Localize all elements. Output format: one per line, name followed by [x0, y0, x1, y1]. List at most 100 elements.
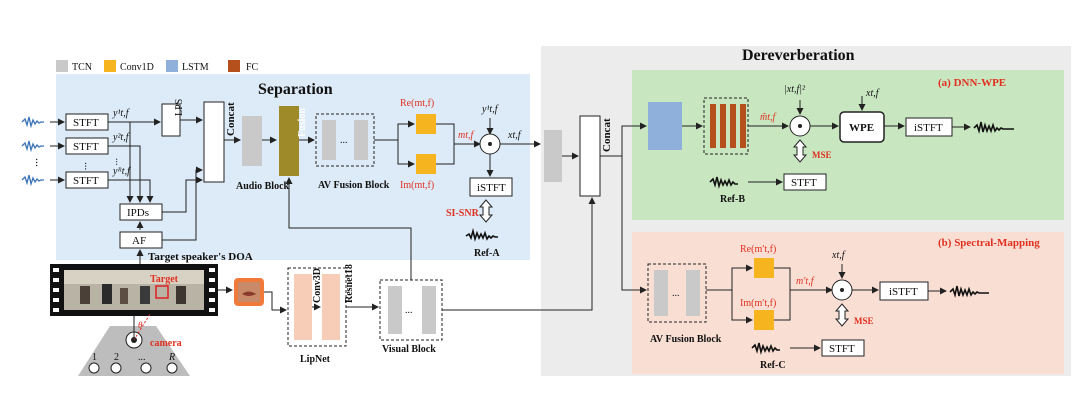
dnn-wpe-title: (a) DNN-WPE [938, 77, 1006, 89]
y2-label: y²t,f [112, 132, 130, 143]
stft-box-ref-b [783, 173, 827, 191]
spectral-tcn-1 [654, 270, 668, 316]
re-m-label: Re(mt,f) [400, 98, 434, 109]
conv1d-re-prime [754, 258, 774, 278]
stft-label-2: STFT [73, 141, 99, 153]
legend-label-lstm: LSTM [182, 62, 209, 73]
mic-3 [140, 362, 152, 374]
legend-swatch-fc [228, 60, 240, 72]
stft-box-ref-c [821, 339, 865, 357]
mic-1 [88, 362, 100, 374]
conv3d-layer [294, 274, 312, 340]
visual-tcn-1 [388, 286, 402, 334]
istft-box-spectral [879, 281, 929, 301]
istft-box-separation [469, 177, 513, 197]
target-label: Target [150, 274, 179, 285]
legend-swatch-tcn [56, 60, 68, 72]
ref-c-waveform [751, 342, 780, 355]
mse-arrow-spectral [834, 303, 850, 327]
av-fusion-tcn-2 [354, 120, 368, 160]
conv3d-label: Conv3D [312, 268, 323, 303]
wpe-output-waveform [973, 121, 1014, 134]
visual-tcn-2 [422, 286, 436, 334]
stft-label-r: STFT [73, 175, 99, 187]
concat-box-dereverb [579, 115, 601, 197]
si-snr-label: SI-SNR [446, 208, 480, 219]
stft-ellipsis: ... [82, 162, 94, 171]
av-fusion-block-dereverb [647, 263, 707, 323]
istft-label-separation: iSTFT [477, 182, 506, 194]
audio-block-label: Audio Block [236, 181, 290, 192]
legend-swatch-conv1d [104, 60, 116, 72]
fusion-block [279, 106, 299, 176]
stft-boxes: STFT STFT STFT [65, 113, 109, 189]
stft-label-ref-b: STFT [791, 177, 817, 189]
af-label: AF [132, 235, 146, 247]
separation-connectors [108, 116, 315, 241]
stft-label-ref-c: STFT [829, 343, 855, 355]
wpe-label: WPE [849, 122, 874, 134]
conv1d-re [416, 114, 436, 134]
legend: TCN Conv1D LSTM FC [56, 60, 259, 73]
spectral-output-waveform [949, 285, 989, 298]
waveform-r [21, 174, 44, 187]
wpe-x-label: xt,f [865, 88, 880, 99]
istft-label-wpe: iSTFT [914, 122, 943, 134]
concat-box-separation [203, 101, 225, 183]
video-filmstrip: Target [50, 264, 218, 316]
lipnet-label: LipNet [300, 354, 331, 365]
input-waveforms [21, 116, 44, 187]
m-label: mt,f [458, 130, 475, 141]
dereverb-tcn [544, 130, 562, 182]
legend-label-fc: FC [246, 62, 259, 73]
ref-c-label: Ref-C [760, 360, 786, 371]
waveform-ellipsis: ... [33, 158, 47, 167]
conv1d-im [416, 154, 436, 174]
resnet18-layer [322, 274, 340, 340]
m-hat-label: m̃t,f [760, 112, 777, 123]
mic-label-r: R [168, 352, 175, 363]
doa-label: Target speaker's DOA [148, 251, 253, 263]
wpe-box [839, 111, 885, 143]
audio-block-label-line: Audio Block [236, 181, 290, 192]
si-snr-arrow [478, 199, 494, 223]
spectral-x-label: xt,f [831, 250, 846, 261]
ipds-label: IPDs [127, 207, 149, 219]
mic-array: θ camera 1 2 ... R [78, 313, 190, 376]
separation-title: Separation [258, 81, 333, 98]
av-fusion-label-separation: AV Fusion Block [318, 180, 390, 191]
mic-label-1: 1 [92, 352, 97, 363]
ref-a-label: Ref-A [474, 248, 500, 259]
spectral-mapping-title: (b) Spectral-Mapping [938, 237, 1040, 249]
istft-label-spectral: iSTFT [889, 286, 918, 298]
concat-label-dereverb: Concat [601, 118, 613, 152]
camera-label: camera [150, 338, 182, 349]
ref-a-waveform [465, 227, 498, 242]
mse-label-wpe: MSE [812, 150, 832, 160]
m-prime-label: m′t,f [796, 276, 815, 287]
mic-2 [110, 362, 122, 374]
mse-arrow-wpe [792, 139, 808, 163]
y-ellipsis: ... [113, 158, 124, 166]
power-label: |xt,f|² [784, 84, 806, 95]
mic-label-2: 2 [114, 352, 119, 363]
concat-label-separation: Concat [225, 102, 237, 136]
mse-label-spectral: MSE [854, 316, 874, 326]
dnn-wpe-lstm [648, 102, 682, 150]
waveform-2 [21, 140, 44, 153]
legend-swatch-lstm [166, 60, 178, 72]
dereverb-connectors [600, 122, 647, 294]
x-label: xt,f [507, 130, 522, 141]
ref-b-label: Ref-B [720, 194, 745, 205]
mic-label-ellipsis: ... [138, 352, 146, 363]
visual-ellipsis: ... [405, 305, 413, 316]
mask-connectors [374, 118, 541, 177]
legend-label-tcn: TCN [72, 62, 92, 73]
ref-b-waveform [709, 176, 738, 189]
fc-layer-3 [730, 104, 736, 148]
im-m-prime-label: Im(m′t,f) [740, 298, 776, 309]
im-m-label: Im(mt,f) [400, 180, 434, 191]
av-fusion-label-dereverb: AV Fusion Block [650, 334, 722, 345]
